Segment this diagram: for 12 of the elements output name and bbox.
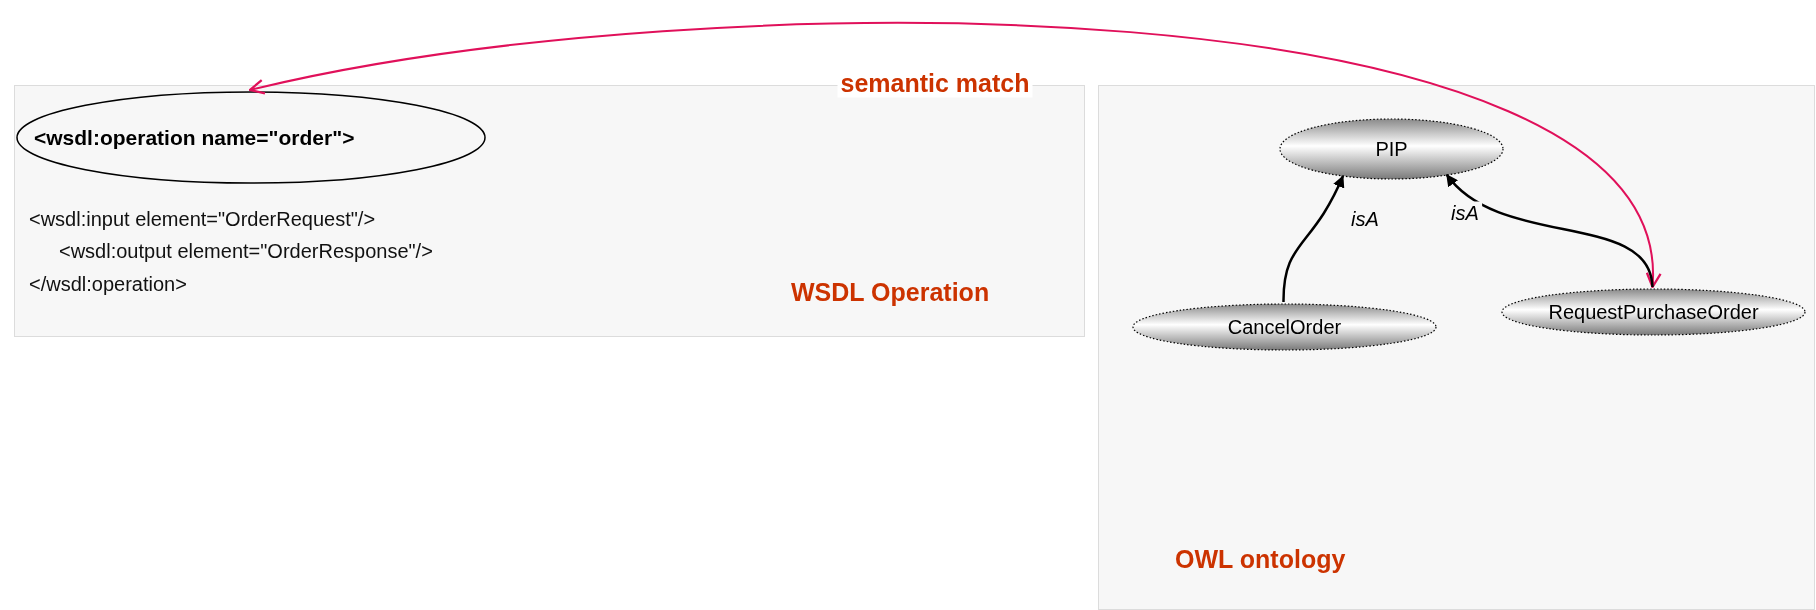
concept-ellipse: RequestPurchaseOrder xyxy=(1501,288,1806,336)
highlight-ellipse: <wsdl:operation name="order"> xyxy=(16,91,486,184)
code-line: </wsdl:operation> xyxy=(29,273,187,296)
arrow xyxy=(1282,175,1345,303)
panel-title: WSDL Operation xyxy=(791,278,990,307)
code-line: <wsdl:input element="OrderRequest"/> xyxy=(29,208,376,231)
arrow xyxy=(1445,174,1654,288)
concept-ellipse: CancelOrder xyxy=(1132,303,1437,351)
code-line: <wsdl:output element="OrderResponse"/> xyxy=(59,240,433,263)
panel-title: OWL ontology xyxy=(1175,545,1346,574)
panel xyxy=(1098,85,1815,610)
concept-ellipse: PIP xyxy=(1279,118,1504,180)
